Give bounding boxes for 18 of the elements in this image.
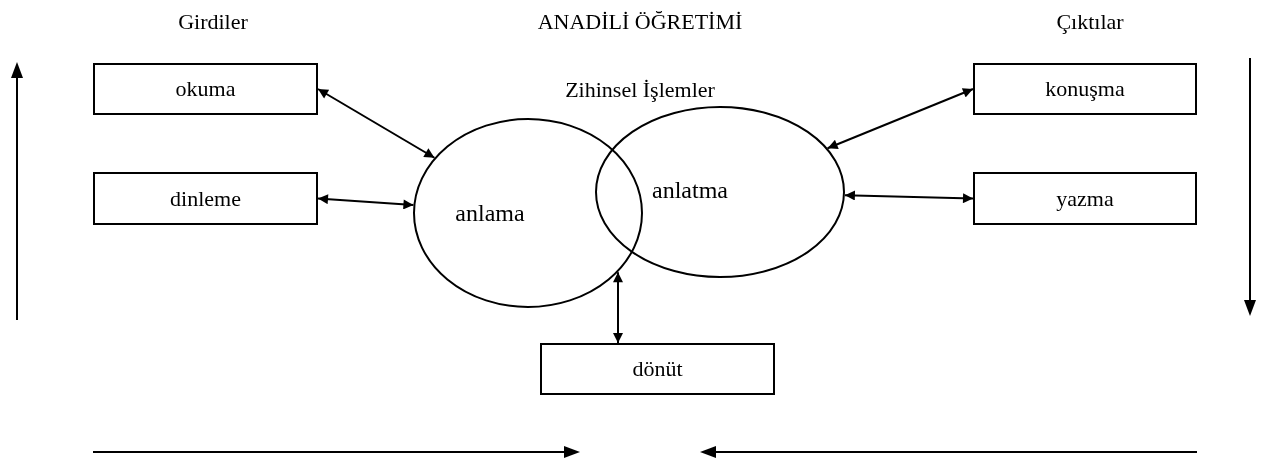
- skill-box: dinleme: [93, 172, 318, 225]
- section-heading: Zihinsel İşlemler: [564, 76, 716, 104]
- process-ellipse: [595, 106, 845, 278]
- skill-box: yazma: [973, 172, 1197, 225]
- section-heading: Girdiler: [177, 8, 249, 36]
- ellipse-label: anlatma: [652, 176, 728, 204]
- section-heading: Çıktılar: [1055, 8, 1125, 36]
- ellipse-label: anlama: [455, 199, 525, 227]
- double-arrow: [613, 271, 623, 344]
- double-arrow: [826, 88, 974, 150]
- skill-box: dönüt: [540, 343, 775, 395]
- diagram-title: ANADİLİ ÖĞRETİMİ: [536, 8, 744, 36]
- process-ellipse: [413, 118, 643, 308]
- double-arrow: [843, 190, 974, 204]
- double-arrow: [317, 88, 436, 159]
- skill-box: konuşma: [973, 63, 1197, 115]
- double-arrow: [317, 194, 415, 210]
- skill-box: okuma: [93, 63, 318, 115]
